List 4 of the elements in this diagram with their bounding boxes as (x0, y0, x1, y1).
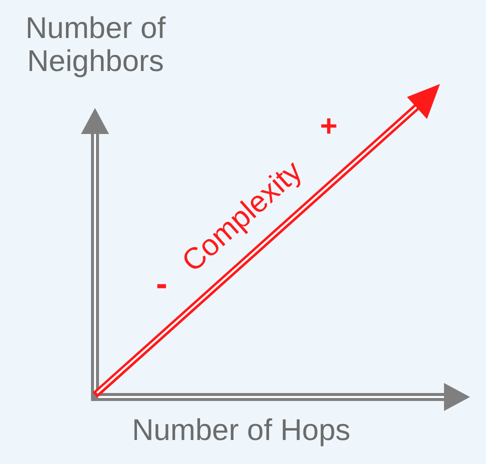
scale-end-label: + (320, 110, 338, 143)
axis-label: Number of Hops (132, 414, 350, 447)
axis-label: Number of Neighbors (24, 12, 167, 78)
scale-end-label: - (156, 266, 168, 304)
